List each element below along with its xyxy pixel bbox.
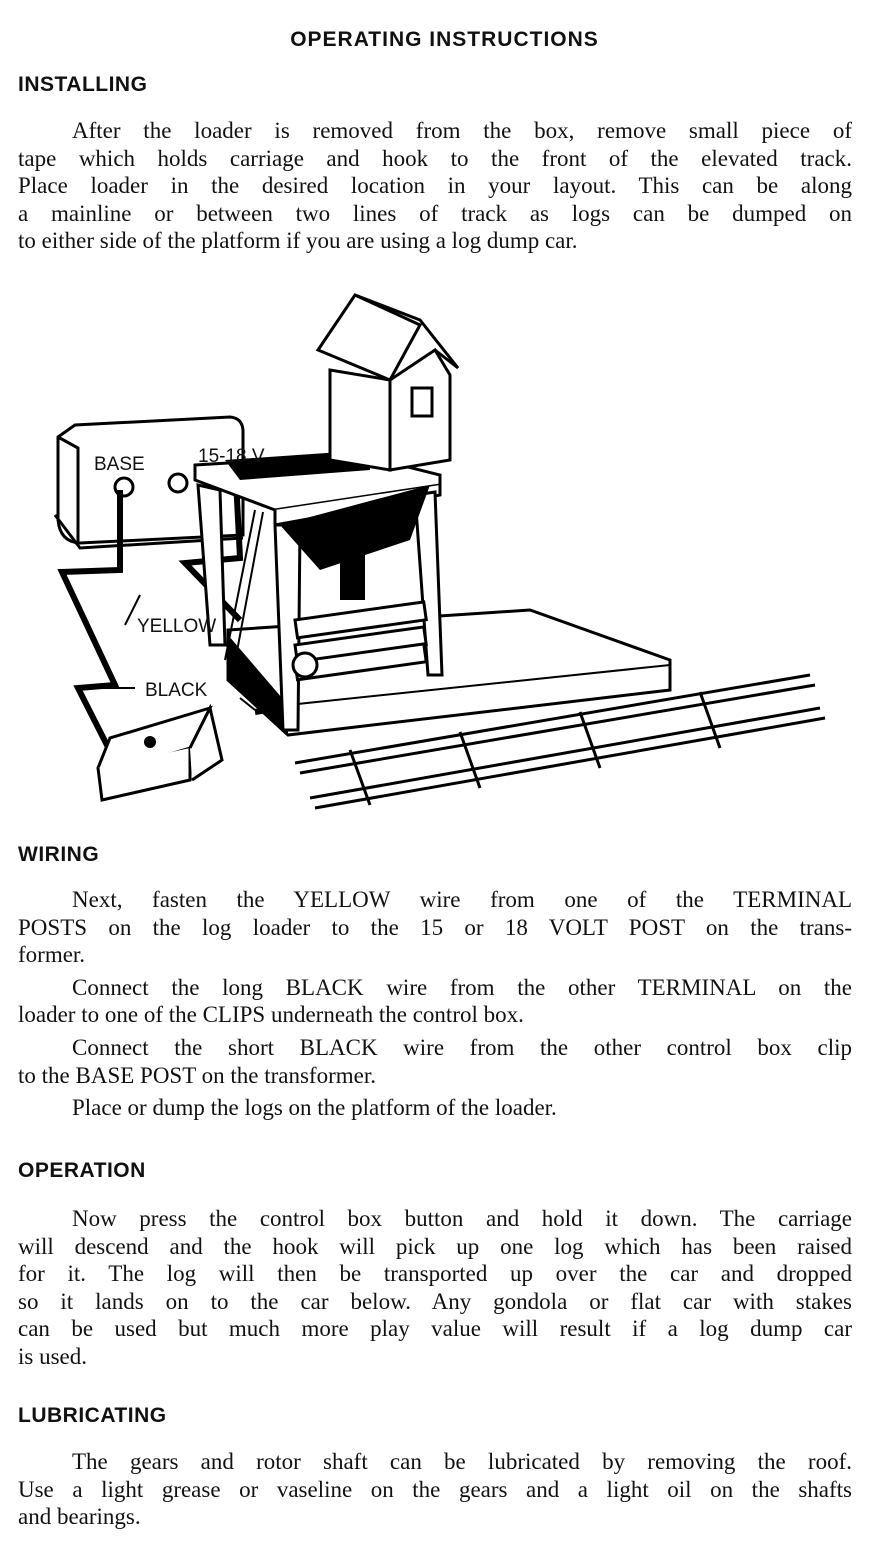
text-line: will descend and the hook will pick up o… (18, 1233, 852, 1259)
base-label: BASE (94, 454, 145, 475)
control-box (96, 703, 224, 802)
text-line: Connect the short BLACK wire from the ot… (72, 1034, 852, 1060)
text-line: a mainline or between two lines of track… (18, 200, 852, 226)
yellow-wire-label: YELLOW (137, 616, 216, 637)
text-line: to the BASE POST on the transformer. (18, 1062, 376, 1088)
paragraph: The gears and rotor shaft can be lubrica… (18, 1448, 852, 1531)
paragraph: After the loader is removed from the box… (18, 117, 852, 255)
text-line: Place loader in the desired location in … (18, 173, 852, 199)
text-line: former. (18, 942, 86, 968)
text-line: The gears and rotor shaft can be lubrica… (72, 1449, 852, 1474)
paragraph: Connect the long BLACK wire from the oth… (18, 974, 852, 1029)
text-line: Connect the long BLACK wire from the oth… (72, 974, 852, 1000)
paragraph: Place or dump the logs on the platform o… (18, 1094, 852, 1122)
logs (291, 600, 428, 682)
text-line: Use a light grease or vaseline on the ge… (18, 1476, 852, 1502)
text-line: is used. (18, 1343, 87, 1369)
track (294, 673, 826, 810)
paragraph: Now press the control box button and hol… (18, 1205, 852, 1371)
text-line: tape which holds carriage and hook to th… (18, 145, 852, 171)
text-line: so it lands on to the car below. Any gon… (18, 1288, 852, 1314)
section-lubricating: The gears and rotor shaft can be lubrica… (18, 1448, 852, 1536)
document-title: OPERATING INSTRUCTIONS (290, 28, 599, 51)
heading-wiring: WIRING (18, 843, 100, 866)
text-line: loader to one of the CLIPS underneath th… (18, 1002, 524, 1028)
heading-lubricating: LUBRICATING (18, 1404, 167, 1427)
text-line: can be used but much more play value wil… (18, 1316, 852, 1342)
heading-operation: OPERATION (18, 1159, 146, 1182)
paragraph: Connect the short BLACK wire from the ot… (18, 1034, 852, 1089)
section-wiring: Next, fasten the YELLOW wire from one of… (18, 886, 852, 1127)
section-installing: After the loader is removed from the box… (18, 117, 852, 260)
text-line: POSTS on the log loader to the 15 or 18 … (18, 914, 852, 940)
text-line: to either side of the platform if you ar… (18, 228, 578, 254)
section-operation: Now press the control box button and hol… (18, 1205, 852, 1376)
log-loader-wiring-illustration: BASE 15-18 V YELLOW BLACK (53, 293, 826, 810)
text-line: and bearings. (18, 1504, 141, 1530)
text-line: Now press the control box button and hol… (72, 1206, 852, 1231)
black-wire-label: BLACK (145, 680, 208, 701)
text-line: for it. The log will then be transported… (18, 1261, 852, 1287)
paragraph: Next, fasten the YELLOW wire from one of… (18, 886, 852, 969)
house (315, 293, 460, 472)
black-wire-short (57, 490, 123, 757)
text-line: After the loader is removed from the box… (72, 118, 852, 143)
voltage-label: 15-18 V (198, 446, 265, 467)
text-line: Place or dump the logs on the platform o… (72, 1095, 557, 1121)
text-line: Next, fasten the YELLOW wire from one of… (72, 887, 852, 912)
heading-installing: INSTALLING (18, 73, 148, 96)
